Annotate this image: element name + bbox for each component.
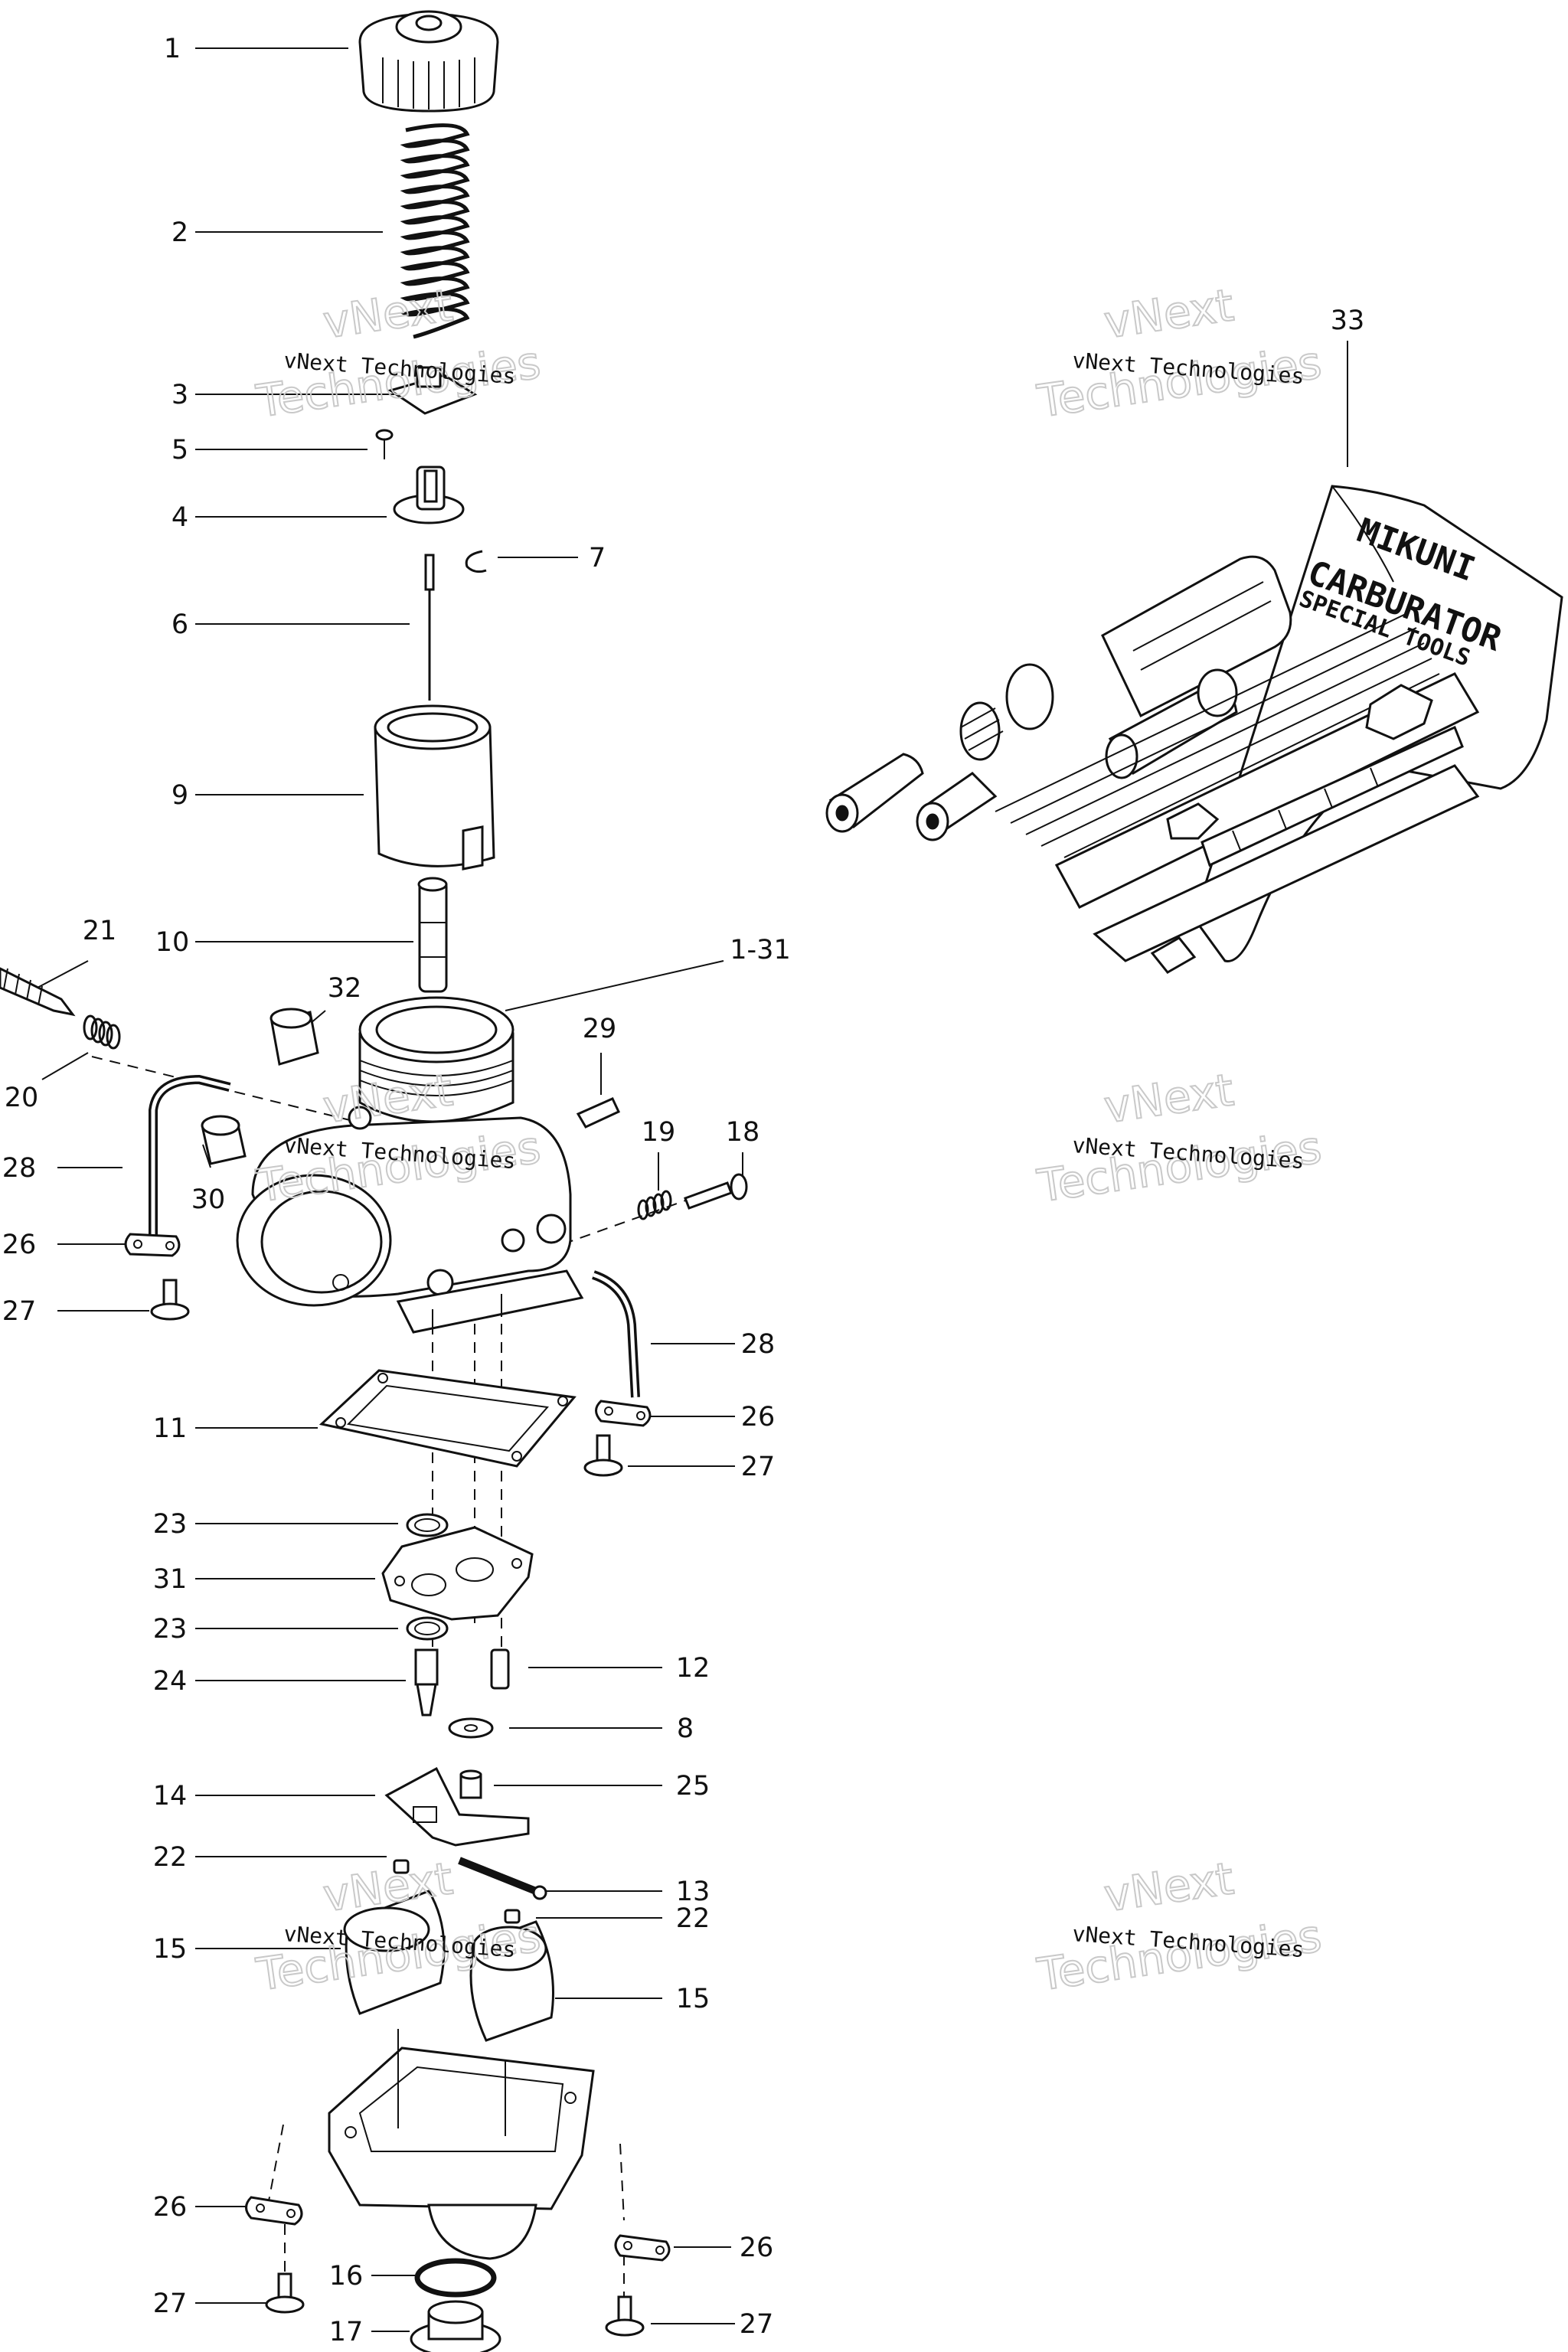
callout-24: 24	[153, 1666, 188, 1697]
part-22-cap-left	[393, 1859, 410, 1874]
part-10-tube	[417, 877, 448, 993]
part-8-washer	[448, 1717, 494, 1739]
part-3-plate	[387, 366, 478, 415]
part-1-cap	[358, 10, 499, 113]
callout-27-left: 27	[2, 1296, 37, 1327]
callout-12: 12	[676, 1653, 710, 1684]
part-2-spring	[400, 123, 470, 339]
part-11-gasket	[318, 1369, 577, 1468]
part-24-jet	[414, 1648, 439, 1717]
callout-27-bottom-left: 27	[153, 2288, 188, 2319]
callout-19: 19	[642, 1117, 676, 1148]
part-carburetor-body	[236, 996, 584, 1334]
callout-26-bottom-left: 26	[153, 2192, 188, 2223]
svg-text:vNext: vNext	[1101, 279, 1236, 348]
callout-31: 31	[153, 1564, 188, 1595]
part-16-oring	[414, 2258, 497, 2298]
part-4-needle-holder	[393, 466, 465, 524]
watermark-2: vNext Technologies	[1034, 278, 1325, 428]
callout-17: 17	[329, 2317, 364, 2347]
part-18-screw	[684, 1173, 748, 1210]
callout-18: 18	[726, 1117, 760, 1148]
part-33-tool-kit: MIKUNI CARBURATOR SPECIAL TOOLS	[825, 485, 1563, 974]
callout-23-bottom: 23	[153, 1614, 188, 1645]
part-13-pin	[458, 1857, 547, 1900]
callout-4: 4	[172, 502, 188, 533]
part-20-spring	[83, 1014, 121, 1050]
callout-6: 6	[172, 609, 188, 640]
part-6-needle	[424, 554, 435, 701]
callout-25: 25	[676, 1771, 710, 1802]
callout-13: 13	[676, 1877, 710, 1907]
part-23-oring-bottom	[406, 1616, 449, 1641]
callout-15-right: 15	[676, 1984, 710, 2014]
callout-11: 11	[153, 1413, 188, 1444]
watermark-6: vNext Technologies	[1034, 1851, 1325, 2001]
callout-7: 7	[589, 543, 606, 573]
part-28-hose-left	[149, 1074, 231, 1244]
part-15-float-right	[469, 1920, 554, 2042]
part-float-bowl	[328, 2029, 595, 2260]
part-31-plate	[381, 1526, 534, 1621]
callout-21: 21	[83, 916, 117, 946]
part-27-screw-4	[605, 2295, 645, 2337]
callout-27-right: 27	[741, 1452, 776, 1482]
callout-30: 30	[191, 1184, 226, 1215]
callout-27-bottom-right: 27	[740, 2309, 774, 2340]
callout-33: 33	[1331, 305, 1365, 336]
callout-2: 2	[172, 217, 188, 248]
callout-29: 29	[583, 1014, 617, 1044]
part-30-bushing	[201, 1115, 247, 1165]
callout-22-left: 22	[153, 1842, 188, 1873]
callout-15-left: 15	[153, 1934, 188, 1965]
callout-3: 3	[172, 380, 188, 410]
callout-28-left: 28	[2, 1153, 37, 1184]
part-19-spring	[637, 1190, 672, 1220]
svg-text:vNext: vNext	[320, 279, 456, 348]
callout-28-right: 28	[741, 1329, 776, 1360]
part-15-float-left	[343, 1890, 446, 2015]
part-12-jet	[490, 1648, 510, 1690]
callout-8: 8	[677, 1713, 694, 1744]
part-17-plug	[410, 2300, 501, 2352]
part-26-clamp-2	[595, 1400, 652, 1427]
callout-5: 5	[172, 435, 188, 466]
part-27-screw-1	[150, 1279, 190, 1321]
callout-10: 10	[155, 927, 190, 958]
callout-23-top: 23	[153, 1509, 188, 1540]
callout-22-right: 22	[676, 1903, 710, 1934]
part-28-hose-right	[591, 1270, 640, 1398]
part-26-clamp-1	[124, 1233, 181, 1257]
part-29-jet	[576, 1097, 620, 1129]
callout-14: 14	[153, 1781, 188, 1811]
callout-32: 32	[328, 973, 362, 1004]
part-7-clip	[465, 550, 487, 573]
part-5-screw	[375, 429, 394, 459]
part-32-bushing	[270, 1008, 319, 1066]
part-21-screw	[0, 967, 76, 1017]
part-26-clamp-4	[614, 2234, 671, 2262]
part-9-slide	[374, 704, 495, 871]
callout-1-31: 1-31	[730, 935, 790, 965]
part-23-oring-top	[406, 1513, 449, 1537]
part-27-screw-3	[265, 2272, 305, 2314]
callout-26-bottom-right: 26	[740, 2233, 774, 2263]
leader-lines	[22, 47, 1348, 2332]
svg-text:vNext: vNext	[1101, 1852, 1236, 1922]
callout-1: 1	[164, 34, 181, 64]
callout-9: 9	[172, 780, 188, 811]
callout-labels: 1 2 3 5 4 7 6 9 10 21 1-31 32 29 20 28 3…	[2, 34, 1365, 2347]
part-25-seat	[459, 1769, 482, 1799]
callout-16: 16	[329, 2261, 364, 2292]
callout-20: 20	[5, 1083, 39, 1113]
svg-text:vNext: vNext	[1101, 1063, 1236, 1133]
callout-26-left: 26	[2, 1230, 37, 1260]
part-27-screw-2	[583, 1434, 623, 1477]
watermark-4: vNext Technologies	[1034, 1063, 1325, 1213]
part-26-clamp-3	[245, 2196, 303, 2226]
part-14-arm	[384, 1766, 530, 1847]
callout-26-right: 26	[741, 1402, 776, 1432]
part-22-cap-right	[504, 1909, 521, 1924]
